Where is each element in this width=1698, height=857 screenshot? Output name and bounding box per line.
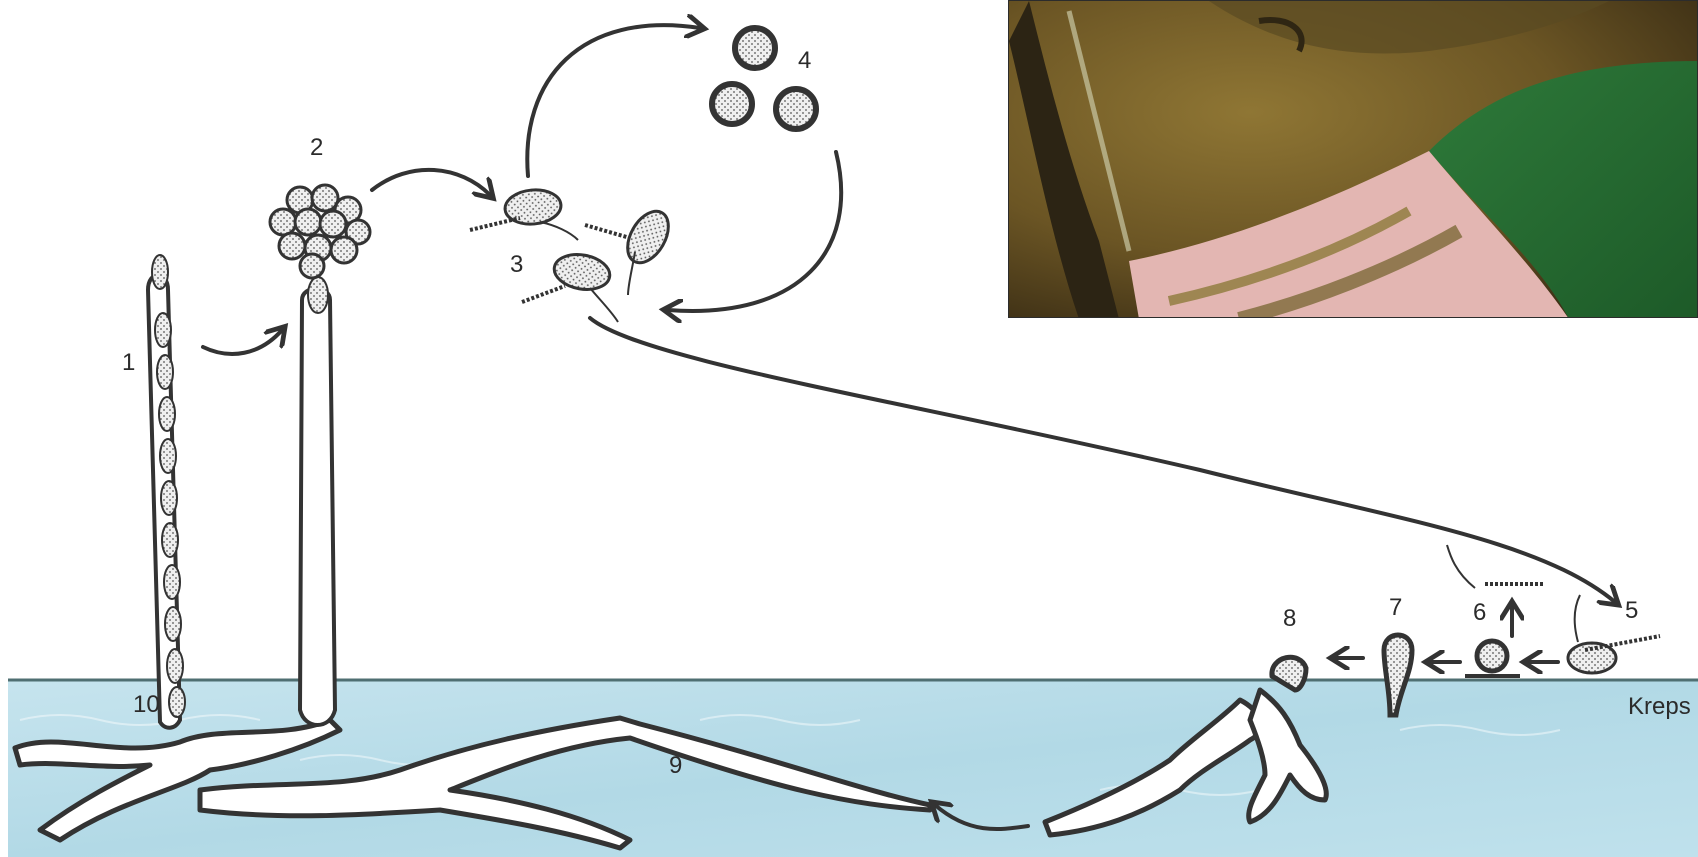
label-8: 8	[1283, 605, 1296, 632]
crayfish-photo	[1009, 1, 1698, 318]
cysts-stage-4	[712, 28, 816, 129]
stage-arrows	[1335, 606, 1558, 662]
label-host: Kreps	[1628, 693, 1691, 720]
label-10: 10	[133, 691, 160, 718]
zoospores-stage-3	[470, 188, 677, 322]
label-3: 3	[510, 251, 523, 278]
label-5: 5	[1625, 597, 1638, 624]
label-2: 2	[310, 134, 323, 161]
spore-cluster-stage-2	[270, 185, 370, 725]
zoosporangium-stage-1	[148, 255, 185, 728]
crayfish-photo-inset	[1008, 0, 1698, 318]
label-1: 1	[122, 349, 135, 376]
label-6: 6	[1473, 599, 1486, 626]
host-tissue	[8, 680, 1698, 857]
label-9: 9	[669, 752, 682, 779]
label-4: 4	[798, 47, 811, 74]
label-7: 7	[1389, 594, 1402, 621]
